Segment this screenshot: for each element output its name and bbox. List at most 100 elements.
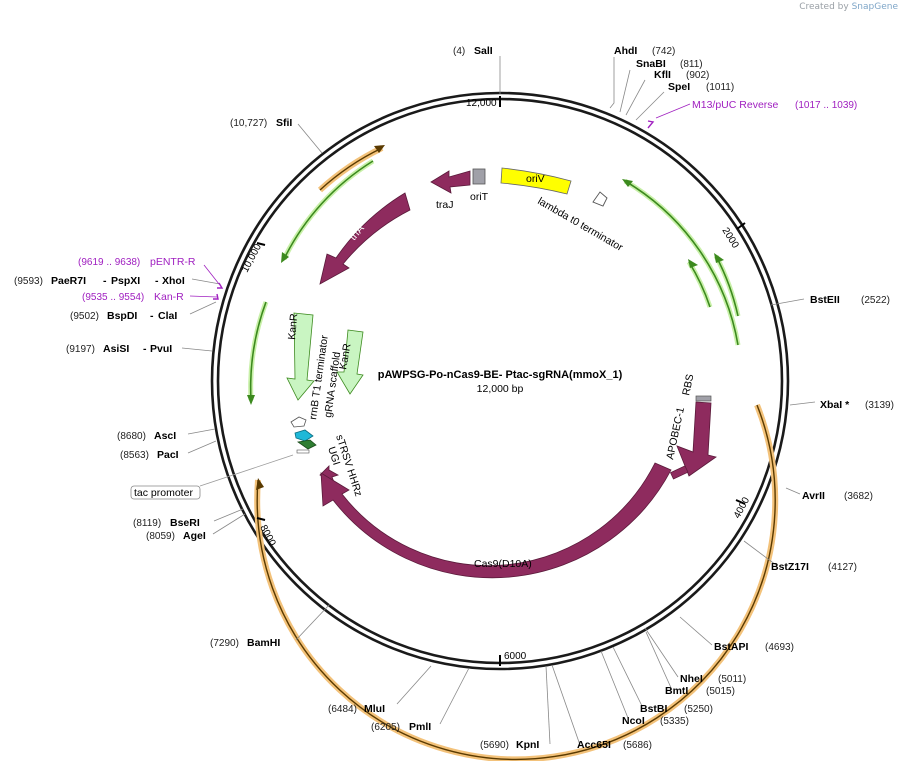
svg-text:(4): (4) <box>453 46 465 57</box>
site-KpnI[interactable]: (5690) KpnI <box>480 739 539 751</box>
svg-text:NcoI: NcoI <box>622 715 645 727</box>
svg-text:KpnI: KpnI <box>516 739 539 751</box>
svg-text:PacI: PacI <box>157 449 179 461</box>
svg-text:(811): (811) <box>680 59 703 70</box>
svg-text:Acc65I: Acc65I <box>577 739 611 751</box>
svg-text:AscI: AscI <box>154 430 176 442</box>
svg-text:(2522): (2522) <box>861 295 890 306</box>
site-PacI[interactable]: (8563) PacI <box>120 449 179 461</box>
primer-kan-r[interactable]: (9535 .. 9554) Kan-R <box>82 291 219 303</box>
ugi-label: UGI <box>325 445 342 466</box>
plasmid-name: pAWPSG-Po-nCas9-BE- Ptac-sgRNA(mmoX_1) <box>378 369 623 381</box>
site-AvrII[interactable]: AvrII (3682) <box>802 490 873 502</box>
feature-cas9[interactable]: Cas9(D10A) <box>320 462 672 579</box>
svg-text:(4127): (4127) <box>828 562 857 573</box>
site-PaeR7I-PspXI-XhoI[interactable]: (9593) PaeR7I - PspXI - XhoI <box>14 275 185 287</box>
svg-text:MluI: MluI <box>364 703 385 715</box>
primer-pentr-r[interactable]: (9619 .. 9638) pENTR-R <box>78 256 224 289</box>
svg-text:PaeR7I: PaeR7I <box>51 275 86 287</box>
credit-prefix: Created by <box>799 2 849 12</box>
rrnb-terminator-shape[interactable] <box>290 416 307 428</box>
site-SalI[interactable]: (4) SalI <box>453 45 493 57</box>
svg-text:BseRI: BseRI <box>170 517 200 529</box>
svg-text:BamHI: BamHI <box>247 637 280 649</box>
svg-text:PvuI: PvuI <box>150 343 172 355</box>
feature-trfA[interactable]: trfA <box>319 192 411 285</box>
site-BamHI[interactable]: (7290) BamHI <box>210 637 280 649</box>
plasmid-size: 12,000 bp <box>477 383 524 395</box>
svg-text:(5011): (5011) <box>718 674 746 685</box>
site-BstZ17I[interactable]: BstZ17I (4127) <box>771 561 857 573</box>
svg-text:(10,727): (10,727) <box>230 118 267 129</box>
svg-text:AhdI: AhdI <box>614 45 637 57</box>
svg-text:pENTR-R: pENTR-R <box>150 256 196 268</box>
site-NcoI[interactable]: NcoI (5335) <box>622 715 689 727</box>
snapgene-brand: SnapGene <box>851 2 898 12</box>
svg-text:NheI: NheI <box>680 673 703 685</box>
svg-text:(6484): (6484) <box>328 704 357 715</box>
svg-text:(5250): (5250) <box>684 704 713 715</box>
site-BstEII[interactable]: BstEII (2522) <box>810 294 890 306</box>
site-BstAPI[interactable]: BstAPI (4693) <box>714 641 794 653</box>
feature-orange-left <box>317 145 384 193</box>
svg-text:BstBI: BstBI <box>640 703 668 715</box>
svg-text:-: - <box>150 310 154 322</box>
tick-label-12000: 12,000 <box>466 98 497 109</box>
lambda-label: lambda t0 terminator <box>536 195 626 254</box>
svg-text:(7290): (7290) <box>210 638 239 649</box>
tick-label-10000: 10,000 <box>240 242 264 275</box>
site-AgeI[interactable]: (8059) AgeI <box>146 530 206 542</box>
site-SnaBI[interactable]: SnaBI (811) <box>636 58 703 70</box>
site-PmlI[interactable]: (6205) PmlI <box>371 721 431 733</box>
site-SfiI[interactable]: (10,727) SfiI <box>230 117 292 129</box>
site-AhdI[interactable]: AhdI (742) <box>614 45 675 57</box>
site-AscI[interactable]: (8680) AscI <box>117 430 176 442</box>
svg-text:PspXI: PspXI <box>111 275 140 287</box>
svg-text:(9197): (9197) <box>66 344 95 355</box>
site-SpeI[interactable]: SpeI (1011) <box>668 81 734 93</box>
cas9-label: Cas9(D10A) <box>474 558 532 570</box>
feature-kanr-left[interactable]: KanR <box>286 312 315 401</box>
svg-text:-: - <box>143 343 147 355</box>
svg-text:(5015): (5015) <box>706 686 735 697</box>
tick-label-6000: 6000 <box>504 651 527 662</box>
svg-text:(9535 .. 9554): (9535 .. 9554) <box>82 292 144 303</box>
tac-promoter-callout[interactable]: tac promoter <box>130 454 294 500</box>
strsv-shape[interactable] <box>296 439 317 450</box>
site-Acc65I[interactable]: Acc65I (5686) <box>577 739 652 751</box>
svg-text:(1017 .. 1039): (1017 .. 1039) <box>795 100 857 111</box>
site-BmtI[interactable]: BmtI (5015) <box>665 685 735 697</box>
tac-promoter-label: tac promoter <box>134 487 193 499</box>
rbs-shape[interactable] <box>695 395 712 402</box>
oriV-label: oriV <box>526 173 545 185</box>
svg-text:(8059): (8059) <box>146 531 175 542</box>
ugi-shape[interactable] <box>296 449 310 454</box>
site-NheI[interactable]: NheI (5011) <box>680 673 746 685</box>
primer-m13-puc-reverse[interactable]: M13/pUC Reverse (1017 .. 1039) <box>647 99 857 129</box>
feature-traJ[interactable]: traJ <box>430 170 471 211</box>
svg-text:AsiSI: AsiSI <box>103 343 129 355</box>
feature-oriT[interactable]: oriT <box>470 168 489 203</box>
site-KflI[interactable]: KflI (902) <box>654 69 709 81</box>
grna-scaffold-shape[interactable] <box>294 429 314 442</box>
svg-text:(9619 .. 9638): (9619 .. 9638) <box>78 257 140 268</box>
svg-text:(5690): (5690) <box>480 740 509 751</box>
feature-oriV[interactable]: oriV <box>500 167 572 195</box>
site-AsiSI-PvuI[interactable]: (9197) AsiSI - PvuI <box>66 343 172 355</box>
green-features <box>247 158 741 405</box>
svg-text:BmtI: BmtI <box>665 685 688 697</box>
svg-text:(4693): (4693) <box>765 642 794 653</box>
svg-text:(5686): (5686) <box>623 740 652 751</box>
site-MluI[interactable]: (6484) MluI <box>328 703 385 715</box>
feature-lambda-terminator[interactable]: lambda t0 terminator <box>536 191 626 254</box>
oriT-label: oriT <box>470 191 489 203</box>
site-XbaI[interactable]: XbaI * (3139) <box>820 399 894 411</box>
svg-text:BstEII: BstEII <box>810 294 840 306</box>
feature-apobec[interactable]: RBS APOBEC-1 <box>664 373 717 480</box>
site-BstBI[interactable]: BstBI (5250) <box>640 703 713 715</box>
site-BseRI[interactable]: (8119) BseRI <box>133 517 200 529</box>
site-BspDI-ClaI[interactable]: (9502) BspDI - ClaI <box>70 310 177 322</box>
feature-kanr-right[interactable]: KanR <box>336 329 364 395</box>
svg-text:ClaI: ClaI <box>158 310 177 322</box>
kanr-left-label: KanR <box>286 313 300 341</box>
